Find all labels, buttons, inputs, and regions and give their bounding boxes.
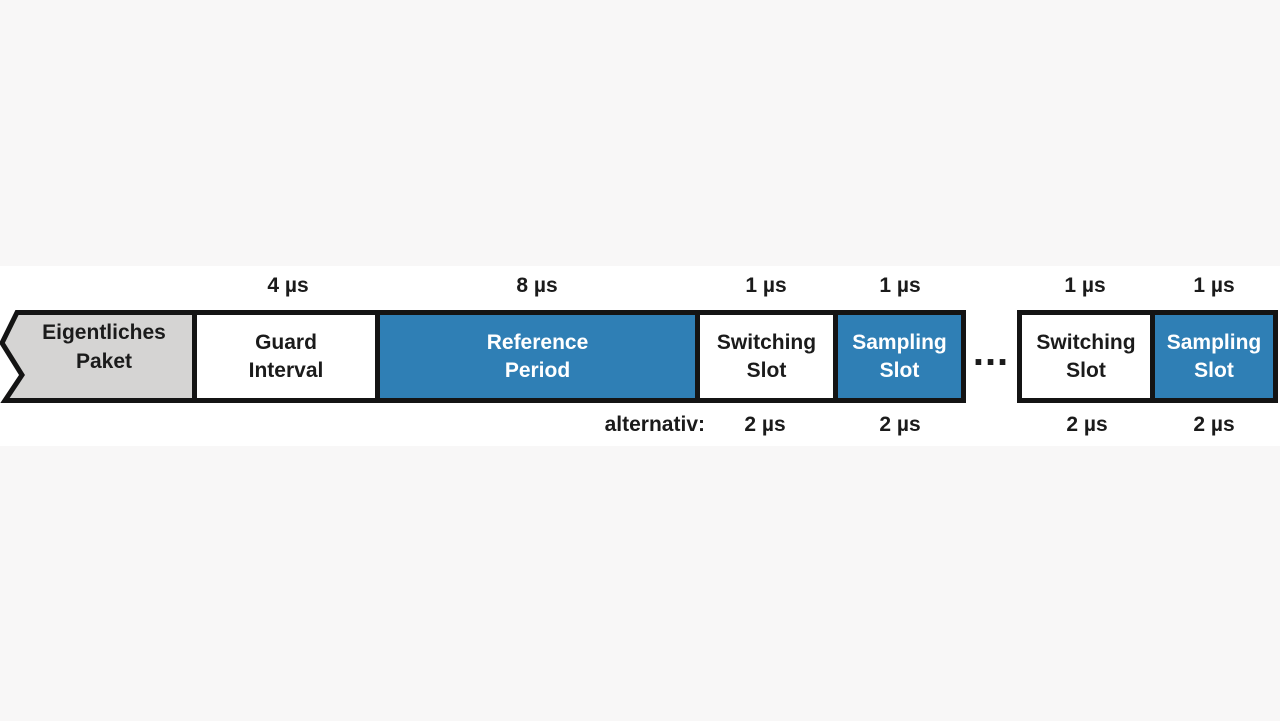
duration-label-switching1: 1 µs (745, 274, 787, 297)
segment-label-line1: Sampling (852, 330, 947, 354)
segment-label-line2: Slot (879, 358, 920, 382)
segment-label-line2: Interval (248, 358, 324, 382)
segment-guard-interval: Guard Interval (192, 310, 380, 403)
alt-duration-switching1: 2 µs (744, 413, 786, 436)
segment-reference-period: Reference Period (375, 310, 700, 403)
packet-label: Eigentliches Paket (18, 318, 190, 376)
segment-sampling-slot-2: Sampling Slot (1150, 310, 1278, 403)
alt-duration-sampling1: 2 µs (879, 413, 921, 436)
duration-label-sampling2: 1 µs (1193, 274, 1235, 297)
segment-label-line1: Reference (486, 330, 589, 354)
segment-label-line2: Slot (746, 358, 787, 382)
packet-label-line1: Eigentliches (42, 321, 166, 344)
alt-duration-switching2: 2 µs (1066, 413, 1108, 436)
packet-label-line2: Paket (75, 350, 133, 373)
duration-label-reference: 8 µs (516, 274, 558, 297)
alt-duration-sampling2: 2 µs (1193, 413, 1235, 436)
duration-label-sampling1: 1 µs (879, 274, 921, 297)
segment-switching-slot-2: Switching Slot (1017, 310, 1155, 403)
segment-label-line1: Switching (1036, 330, 1136, 354)
alternative-prefix-label: alternativ: (604, 413, 705, 436)
segment-switching-slot-1: Switching Slot (695, 310, 838, 403)
segment-label-line2: Slot (1066, 358, 1106, 382)
duration-label-switching2: 1 µs (1064, 274, 1106, 297)
segment-label-line1: Guard (255, 330, 317, 354)
segment-label-line1: Switching (716, 330, 817, 354)
duration-label-guard: 4 µs (267, 274, 309, 297)
ellipsis-continuation: ... (972, 330, 1010, 374)
segment-label-line1: Sampling (1166, 330, 1262, 354)
segment-label-line2: Period (504, 358, 571, 382)
segment-sampling-slot-1: Sampling Slot (833, 310, 966, 403)
segment-label-line2: Slot (1194, 358, 1234, 382)
